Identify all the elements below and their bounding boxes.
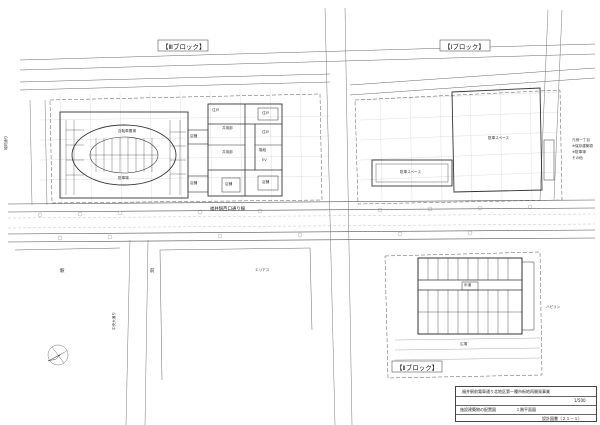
- grid-lines: [39, 83, 561, 206]
- bike-parking-label: 自転車置場: [118, 129, 136, 133]
- floor-name: １階平面図: [516, 407, 536, 412]
- left-road-label: 城町通り: [4, 135, 8, 150]
- shared-label-1: 共用部: [222, 126, 233, 130]
- ev-label: EV: [262, 158, 267, 162]
- block-ii-frame: [391, 360, 443, 373]
- block-iii-building: [49, 93, 323, 204]
- legend-line-2: ※保存建築物: [572, 144, 593, 148]
- tree-symbols: [37, 204, 533, 241]
- building-label-2: ハピリン: [546, 305, 561, 309]
- north-arrow-icon: [47, 344, 70, 366]
- sheet-number: 設計図書（２１－１）: [542, 416, 582, 421]
- store-label-1: 店舗: [190, 134, 198, 138]
- block-i-building: [354, 87, 563, 205]
- square-label: 広場: [460, 342, 468, 346]
- drawing-name: 施設建築物の配置図: [460, 407, 496, 412]
- residence-label-3: 住戸: [212, 108, 220, 112]
- block-i-frame: [439, 39, 491, 52]
- parking-label: 駐車場: [118, 176, 129, 180]
- legend-line-1: 凡例一丁目: [572, 138, 590, 142]
- scale-text: 1/500: [574, 398, 586, 403]
- stairs-label: 階段: [259, 148, 267, 152]
- sidewalk-label: 歩道: [464, 283, 472, 287]
- legend-line-3: ※駐車場: [572, 150, 586, 154]
- building-label: エリアス: [255, 268, 270, 272]
- legend-line-4: その他: [572, 156, 583, 160]
- parking-space-upper-label: 駐車スペース: [488, 136, 510, 140]
- residence-label-2: 住戸: [262, 130, 270, 134]
- project-name: 福井駅前電車通り北地区第一種市街地再開発事業: [462, 389, 550, 394]
- residence-label-1: 住戸: [262, 111, 270, 115]
- station-label: 駅: [60, 269, 65, 274]
- block-ii-building: [384, 251, 543, 379]
- block-ii-label: 【Ⅱブロック】: [396, 364, 439, 372]
- title-block: 福井駅前電車通り北地区第一種市街地再開発事業 1/500 施設建築物の配置図 １…: [455, 386, 597, 422]
- plaza-area: [394, 337, 541, 361]
- main-road-label: 福井駅西口通り線: [210, 207, 246, 212]
- station-area: [14, 247, 313, 381]
- store-label-4: 店舗: [262, 180, 270, 184]
- vertical-road-label: 中央大通り: [112, 312, 116, 330]
- station-label-2: 前: [150, 269, 155, 274]
- main-road: [7, 199, 596, 243]
- store-label-3: 店舗: [225, 182, 233, 186]
- store-label-2: 店舗: [190, 181, 198, 185]
- shared-label-2: 共用部: [222, 150, 233, 154]
- north-road: [19, 43, 596, 96]
- parking-space-lower-label: 駐車スペース: [400, 170, 422, 174]
- block-iii-frame: [157, 39, 209, 52]
- block-iii-label: 【Ⅲブロック】: [162, 43, 206, 51]
- block-i-label: 【Ⅰブロック】: [444, 43, 485, 51]
